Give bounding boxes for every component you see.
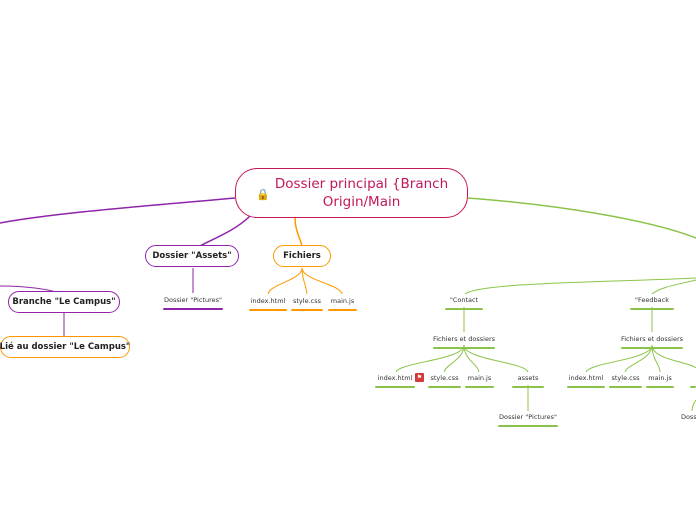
branch-campus[interactable]: Branche "Le Campus" [8, 291, 120, 313]
underline [291, 309, 323, 311]
underline [690, 386, 696, 388]
contact-style-css[interactable]: style.css [428, 372, 461, 388]
underline [567, 386, 605, 388]
underline [609, 386, 642, 388]
feedback-main-js[interactable]: main.js [646, 372, 674, 388]
underline [498, 425, 558, 427]
fichiers-main-js[interactable]: main.js [328, 295, 357, 311]
root-title: Dossier principal {Branch Origin/Main [274, 176, 449, 210]
underline [630, 308, 674, 310]
underline [375, 386, 415, 388]
contact-assets-folder[interactable]: assets [512, 372, 544, 388]
feedback-style-css[interactable]: style.css [609, 372, 642, 388]
contact-index-html[interactable]: index.html [375, 372, 415, 388]
underline [445, 308, 483, 310]
underline [512, 386, 544, 388]
assets-pictures-folder[interactable]: Dossier "Pictures" [163, 294, 223, 310]
underline [163, 308, 223, 310]
contact-files-group[interactable]: Fichiers et dossiers [433, 333, 495, 349]
underline [433, 347, 495, 349]
linked-campus-folder[interactable]: Lié au dossier "Le Campus" [0, 336, 130, 358]
fichiers-index-html[interactable]: index.html [249, 295, 287, 311]
underline [249, 309, 287, 311]
underline [428, 386, 461, 388]
feedback-partial-bar [690, 372, 696, 388]
underline [465, 386, 494, 388]
underline [646, 386, 674, 388]
contact-node[interactable]: "Contact [445, 294, 483, 310]
contact-main-js[interactable]: main.js [465, 372, 494, 388]
flag-icon: ⚑ [415, 373, 424, 382]
fichiers-style-css[interactable]: style.css [291, 295, 323, 311]
underline [621, 347, 683, 349]
fichiers-node[interactable]: Fichiers [273, 245, 331, 267]
feedback-index-html[interactable]: index.html [567, 372, 605, 388]
underline [328, 309, 357, 311]
root-topic[interactable]: 🔒 Dossier principal {Branch Origin/Main [235, 168, 468, 218]
assets-folder[interactable]: Dossier "Assets" [145, 245, 239, 267]
feedback-node[interactable]: "Feedback [630, 294, 674, 310]
feedback-files-group[interactable]: Fichiers et dossiers [621, 333, 683, 349]
lock-icon: 🔒 [256, 188, 270, 201]
contact-pictures-folder[interactable]: Dossier "Pictures" [498, 411, 558, 427]
feedback-pictures-folder[interactable]: Doss [681, 411, 696, 423]
